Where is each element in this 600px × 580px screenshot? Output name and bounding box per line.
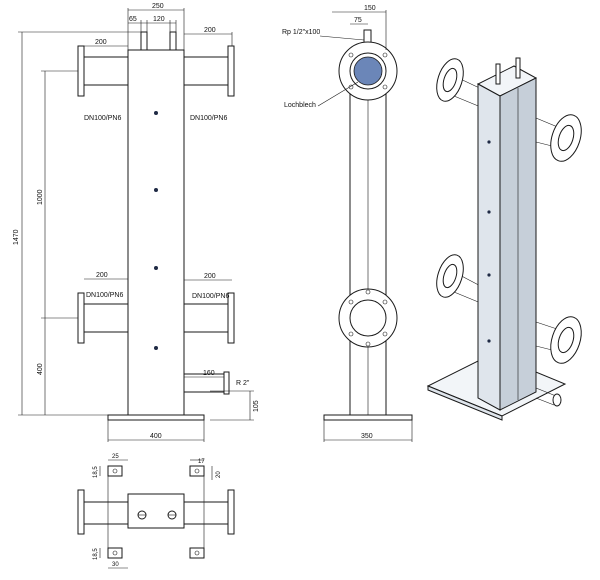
iso-column-front: [477, 83, 501, 411]
dim-side-base-width: 350: [361, 433, 373, 440]
top-bracket-bottom-right: [189, 547, 205, 559]
side-view: 150 75 Rp 1/2"x100 Lochblech 350: [282, 5, 413, 442]
flange-label-top-left: DN100/PN6: [84, 115, 121, 122]
iso-hole-1: [487, 140, 491, 144]
flange-label-bottom-left: DN100/PN6: [86, 292, 123, 299]
dim-bottom-pipe-height: 400: [37, 363, 44, 375]
dim-side-top-offset: 75: [354, 17, 362, 24]
front-hole-1: [154, 111, 158, 115]
top-bracket-top-right: [189, 465, 205, 477]
drain-label: R 2": [236, 380, 250, 387]
top-bracket-bottom-left: [107, 547, 123, 559]
front-flange-bottom-left: [77, 292, 85, 344]
dim-right-top-pipe: 200: [204, 27, 216, 34]
dim-nozzle-spacing: 120: [153, 16, 165, 23]
top-pipe-left: [83, 501, 129, 525]
front-pipe-top-left: [83, 56, 129, 86]
dim-right-bottom-pipe: 200: [204, 273, 216, 280]
front-view: 250 65 120 200 200 200 200 1470 1000 400…: [13, 3, 260, 442]
top-view: 25 18,5 17 20 18,5 30: [77, 454, 235, 569]
dim-foot-height: 105: [253, 400, 260, 412]
dim-pipe-spacing: 1000: [37, 189, 44, 205]
iso-top-nozzle-right: [515, 57, 521, 79]
perforated-label: Lochblech: [284, 102, 316, 109]
front-body: [127, 49, 185, 416]
dim-side-top-width: 150: [364, 5, 376, 12]
dim-top-right-side: 20: [216, 471, 222, 478]
top-pipe-right: [183, 501, 229, 525]
front-drain-end: [223, 371, 230, 395]
top-bracket-top-left: [107, 465, 123, 477]
dim-top-right-top: 17: [198, 459, 205, 465]
front-flange-top-right: [227, 45, 235, 97]
nozzle-label: Rp 1/2"x100: [282, 29, 320, 36]
top-flange-left: [77, 489, 85, 535]
dim-left-top-pipe: 200: [95, 39, 107, 46]
front-flange-top-left: [77, 45, 85, 97]
dim-height-total: 1470: [13, 229, 20, 245]
iso-hole-3: [487, 273, 491, 277]
dim-top-left-small: 18,5: [93, 466, 99, 478]
dim-width-total: 250: [152, 3, 164, 10]
dim-top-bottom-small: 30: [112, 562, 119, 568]
top-body: [127, 493, 185, 529]
iso-hole-4: [487, 339, 491, 343]
perforated-plate-disc: [353, 56, 383, 86]
front-top-nozzle-right: [169, 31, 177, 51]
dim-drain-length: 160: [203, 370, 215, 377]
flange-label-top-right: DN100/PN6: [190, 115, 227, 122]
front-hole-4: [154, 346, 158, 350]
front-flange-bottom-right: [227, 292, 235, 344]
flange-label-bottom-right: DN100/PN6: [192, 293, 229, 300]
isometric-view: [426, 57, 582, 421]
front-pipe-bottom-left: [83, 303, 129, 333]
dim-base-width: 400: [150, 433, 162, 440]
dim-nozzle-offset: 65: [129, 16, 137, 23]
front-hole-2: [154, 188, 158, 192]
top-flange-right: [227, 489, 235, 535]
front-pipe-bottom-right: [183, 303, 229, 333]
side-base-plate: [323, 414, 413, 421]
front-top-nozzle-left: [140, 31, 148, 51]
dim-top-left-offset: 25: [112, 454, 119, 460]
iso-drain-end: [552, 393, 562, 407]
dim-top-bottom-left: 18,5: [93, 548, 99, 560]
iso-hole-2: [487, 210, 491, 214]
front-base-plate: [107, 414, 205, 421]
front-hole-3: [154, 266, 158, 270]
front-pipe-top-right: [183, 56, 229, 86]
dim-left-bottom-pipe: 200: [96, 272, 108, 279]
iso-top-nozzle-left: [495, 63, 501, 85]
